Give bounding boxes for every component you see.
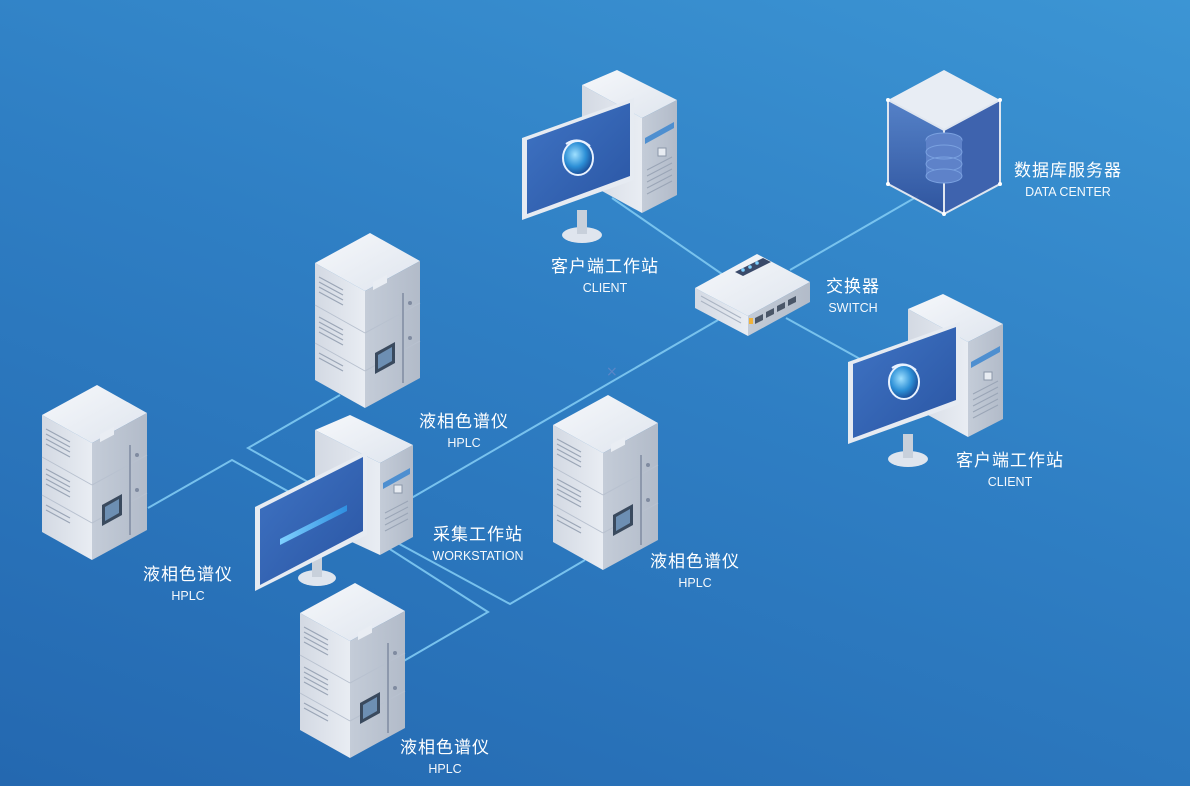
network-links bbox=[147, 195, 919, 663]
hplc-mid-label-en: HPLC bbox=[678, 575, 712, 590]
progress-bar bbox=[280, 505, 347, 545]
data-center-label-en: DATA CENTER bbox=[1025, 184, 1111, 199]
database-icon bbox=[925, 132, 963, 184]
hplc-bottom-label-zh: 液相色谱仪 bbox=[400, 738, 490, 758]
workstation-device bbox=[255, 415, 413, 591]
link-hplc-upper bbox=[245, 394, 341, 487]
data-center-label-zh: 数据库服务器 bbox=[1014, 161, 1122, 181]
hplc-bottom-device bbox=[299, 582, 406, 759]
hplc-left-label-zh: 液相色谱仪 bbox=[143, 565, 233, 585]
workstation-label-en: WORKSTATION bbox=[432, 548, 524, 563]
switch-device bbox=[695, 254, 810, 336]
link-hplc-mid bbox=[391, 539, 586, 606]
client-right-label-en: CLIENT bbox=[987, 474, 1033, 489]
link-switch-datacenter bbox=[789, 195, 919, 271]
hplc-bottom-label-en: HPLC bbox=[428, 761, 462, 776]
hplc-left-label: 液相色谱仪 HPLC bbox=[136, 565, 240, 603]
workstation-label-zh: 采集工作站 bbox=[433, 525, 523, 545]
client-top-device bbox=[521, 69, 678, 244]
client-top-label-en: CLIENT bbox=[582, 280, 628, 295]
link-hplc-bottom bbox=[359, 529, 490, 663]
data-center-device bbox=[886, 70, 1002, 216]
workstation-label: 采集工作站 WORKSTATION bbox=[422, 525, 534, 563]
hplc-upper-label-zh: 液相色谱仪 bbox=[419, 412, 509, 432]
switch-label-zh: 交换器 bbox=[826, 277, 880, 297]
client-right-device bbox=[847, 293, 1004, 468]
switch-label: 交换器 SWITCH bbox=[818, 277, 888, 315]
hplc-mid-device bbox=[552, 394, 659, 571]
link-workstation-switch bbox=[407, 319, 719, 501]
client-right-label-zh: 客户端工作站 bbox=[956, 451, 1064, 471]
hplc-left-label-en: HPLC bbox=[171, 588, 205, 603]
switch-label-en: SWITCH bbox=[828, 300, 878, 315]
hplc-mid-label: 液相色谱仪 HPLC bbox=[643, 552, 747, 590]
client-top-label: 客户端工作站 CLIENT bbox=[535, 257, 675, 295]
hplc-mid-label-zh: 液相色谱仪 bbox=[650, 552, 740, 572]
hplc-upper-label-en: HPLC bbox=[447, 435, 481, 450]
hplc-left-device bbox=[41, 384, 148, 561]
data-center-label: 数据库服务器 DATA CENTER bbox=[1002, 161, 1134, 199]
link-hplc-left bbox=[147, 458, 301, 509]
hplc-upper-label: 液相色谱仪 HPLC bbox=[412, 412, 516, 450]
hplc-upper-device bbox=[314, 232, 421, 409]
hplc-bottom-label: 液相色谱仪 HPLC bbox=[393, 738, 497, 776]
client-top-label-zh: 客户端工作站 bbox=[551, 257, 659, 277]
cross-marker: × bbox=[606, 364, 618, 380]
client-right-label: 客户端工作站 CLIENT bbox=[940, 451, 1080, 489]
